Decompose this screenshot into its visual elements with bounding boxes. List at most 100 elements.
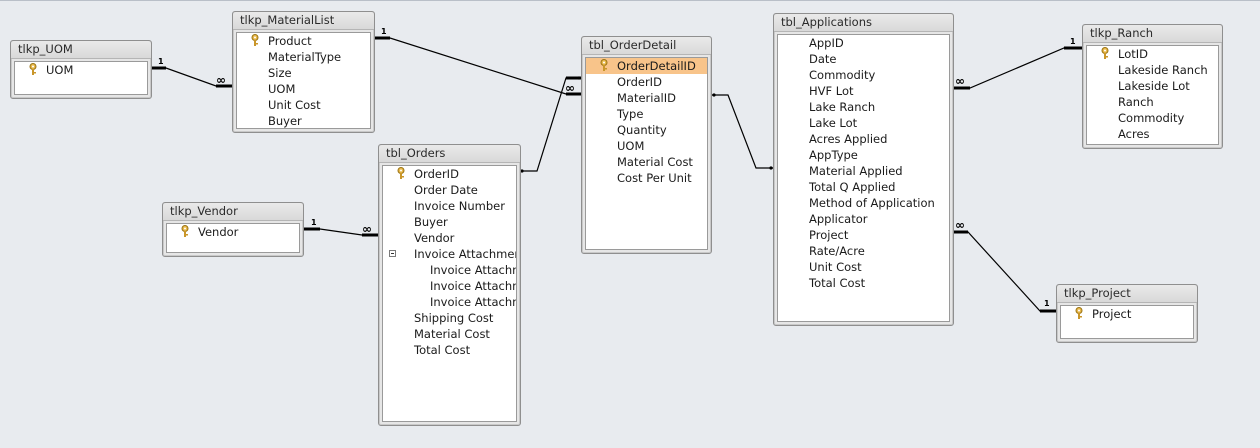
field-list[interactable]: Project — [1060, 305, 1194, 339]
field-row[interactable]: Invoice Attachment.FileName — [383, 278, 516, 294]
field-row[interactable]: Invoice Attachment — [383, 246, 516, 262]
field-row[interactable]: Buyer — [383, 214, 516, 230]
field-row[interactable]: UOM — [15, 62, 147, 78]
field-row[interactable]: Material Cost — [586, 154, 707, 170]
field-name: Total Cost — [809, 276, 866, 290]
table-title[interactable]: tlkp_MaterialList — [233, 12, 374, 30]
field-row[interactable]: Rate/Acre — [778, 243, 949, 259]
table-title[interactable]: tbl_Applications — [774, 14, 953, 32]
rel-one-label: 1 — [381, 27, 387, 36]
field-row[interactable]: HVF Lot — [778, 83, 949, 99]
field-name: Order Date — [414, 183, 478, 197]
field-list[interactable]: Vendor — [166, 223, 300, 253]
field-row[interactable]: Lake Lot — [778, 115, 949, 131]
table-tlkp-uom[interactable]: tlkp_UOM UOM — [10, 40, 152, 99]
field-row-selected[interactable]: OrderDetailID — [586, 58, 707, 74]
field-list[interactable]: UOM — [14, 61, 148, 95]
field-row[interactable]: Total Cost — [778, 275, 949, 291]
field-row[interactable]: UOM — [237, 81, 370, 97]
field-row[interactable]: Buyer — [237, 113, 370, 128]
field-name: Invoice Attachment — [414, 247, 517, 261]
field-row[interactable]: Acres — [1087, 126, 1218, 142]
field-row[interactable]: MaterialType — [237, 49, 370, 65]
field-name: Lake Ranch — [809, 100, 876, 114]
table-tlkp-ranch[interactable]: tlkp_Ranch LotID Lakeside Ranch Lakeside… — [1082, 24, 1223, 149]
field-name: Vendor — [414, 231, 455, 245]
field-row[interactable]: Unit Cost — [778, 259, 949, 275]
field-row[interactable]: AppType — [778, 147, 949, 163]
field-name: OrderID — [617, 75, 662, 89]
field-name: Acres — [1118, 127, 1150, 141]
field-row[interactable]: Applicator — [778, 211, 949, 227]
field-row[interactable]: Material Cost — [383, 326, 516, 342]
field-row[interactable]: Ranch — [1087, 94, 1218, 110]
field-name: UOM — [268, 82, 296, 96]
field-row[interactable]: Invoice Attachment.FileType — [383, 294, 516, 310]
field-list[interactable]: OrderDetailID OrderID MaterialID Type Qu… — [585, 57, 708, 250]
table-title[interactable]: tlkp_UOM — [11, 41, 151, 59]
table-tbl-orders[interactable]: tbl_Orders OrderID Order Date Invoice Nu… — [378, 144, 521, 426]
field-row[interactable]: Vendor — [383, 230, 516, 246]
field-name: Commodity — [1118, 111, 1185, 125]
rel-one-label: 1 — [1070, 37, 1076, 46]
field-row[interactable]: Lakeside Ranch — [1087, 62, 1218, 78]
table-tlkp-materiallist[interactable]: tlkp_MaterialList Product MaterialType S… — [232, 11, 375, 133]
field-row[interactable]: Invoice Number — [383, 198, 516, 214]
table-title[interactable]: tlkp_Project — [1057, 285, 1197, 303]
field-row[interactable]: Lakeside Lot — [1087, 78, 1218, 94]
field-name: Unit Cost — [809, 260, 862, 274]
field-row[interactable]: Vendor — [167, 224, 299, 240]
field-name: Material Cost — [617, 155, 693, 169]
rel-one-label: 1 — [1044, 299, 1050, 308]
field-row[interactable]: Project — [1061, 306, 1193, 322]
field-name: Total Q Applied — [809, 180, 896, 194]
field-row[interactable]: Product — [237, 33, 370, 49]
field-row[interactable]: Date — [778, 51, 949, 67]
field-list[interactable]: LotID Lakeside Ranch Lakeside Lot Ranch … — [1086, 45, 1219, 145]
field-row[interactable]: Invoice Attachment.FileData — [383, 262, 516, 278]
collapse-icon[interactable] — [389, 250, 396, 257]
primary-key-icon — [181, 225, 189, 237]
table-tlkp-project[interactable]: tlkp_Project Project — [1056, 284, 1198, 343]
field-name: Material Cost — [414, 327, 490, 341]
field-row[interactable]: Order Date — [383, 182, 516, 198]
field-row[interactable]: Lake Ranch — [778, 99, 949, 115]
field-row[interactable]: UOM — [586, 138, 707, 154]
field-row[interactable]: Acres Applied — [778, 131, 949, 147]
field-list[interactable]: AppID Date Commodity HVF Lot Lake Ranch … — [777, 34, 950, 322]
field-row[interactable]: Quantity — [586, 122, 707, 138]
field-name: MaterialType — [268, 50, 342, 64]
field-row[interactable]: MaterialID — [586, 90, 707, 106]
field-row[interactable]: Project — [778, 227, 949, 243]
table-tbl-orderdetail[interactable]: tbl_OrderDetail OrderDetailID OrderID Ma… — [581, 36, 712, 254]
field-row[interactable]: Shipping Cost — [383, 310, 516, 326]
table-title[interactable]: tbl_Orders — [379, 145, 520, 163]
field-row[interactable]: AppID — [778, 35, 949, 51]
table-tbl-applications[interactable]: tbl_Applications AppID Date Commodity HV… — [773, 13, 954, 326]
field-row[interactable]: Size — [237, 65, 370, 81]
field-row[interactable]: Material Applied — [778, 163, 949, 179]
field-name: Applicator — [809, 212, 868, 226]
field-row[interactable]: Cost Per Unit — [586, 170, 707, 186]
field-row[interactable]: OrderID — [586, 74, 707, 90]
field-list[interactable]: Product MaterialType Size UOM Unit Cost … — [236, 32, 371, 129]
table-title[interactable]: tbl_OrderDetail — [582, 37, 711, 55]
table-title[interactable]: tlkp_Vendor — [163, 203, 303, 221]
field-row[interactable]: Total Q Applied — [778, 179, 949, 195]
table-title[interactable]: tlkp_Ranch — [1083, 25, 1222, 43]
table-tlkp-vendor[interactable]: tlkp_Vendor Vendor — [162, 202, 304, 257]
top-divider — [0, 0, 1260, 1]
field-row[interactable]: LotID — [1087, 46, 1218, 62]
field-row[interactable]: Commodity — [1087, 110, 1218, 126]
field-name: AppID — [809, 36, 844, 50]
field-row[interactable]: Commodity — [778, 67, 949, 83]
field-row[interactable]: Type — [586, 106, 707, 122]
field-list[interactable]: OrderID Order Date Invoice Number Buyer … — [382, 165, 517, 422]
field-row[interactable]: Method of Application — [778, 195, 949, 211]
field-name: Rate/Acre — [809, 244, 865, 258]
field-name: Vendor — [198, 225, 239, 239]
field-row[interactable]: Unit Cost — [237, 97, 370, 113]
field-row[interactable]: OrderID — [383, 166, 516, 182]
field-row[interactable]: Total Cost — [383, 342, 516, 358]
